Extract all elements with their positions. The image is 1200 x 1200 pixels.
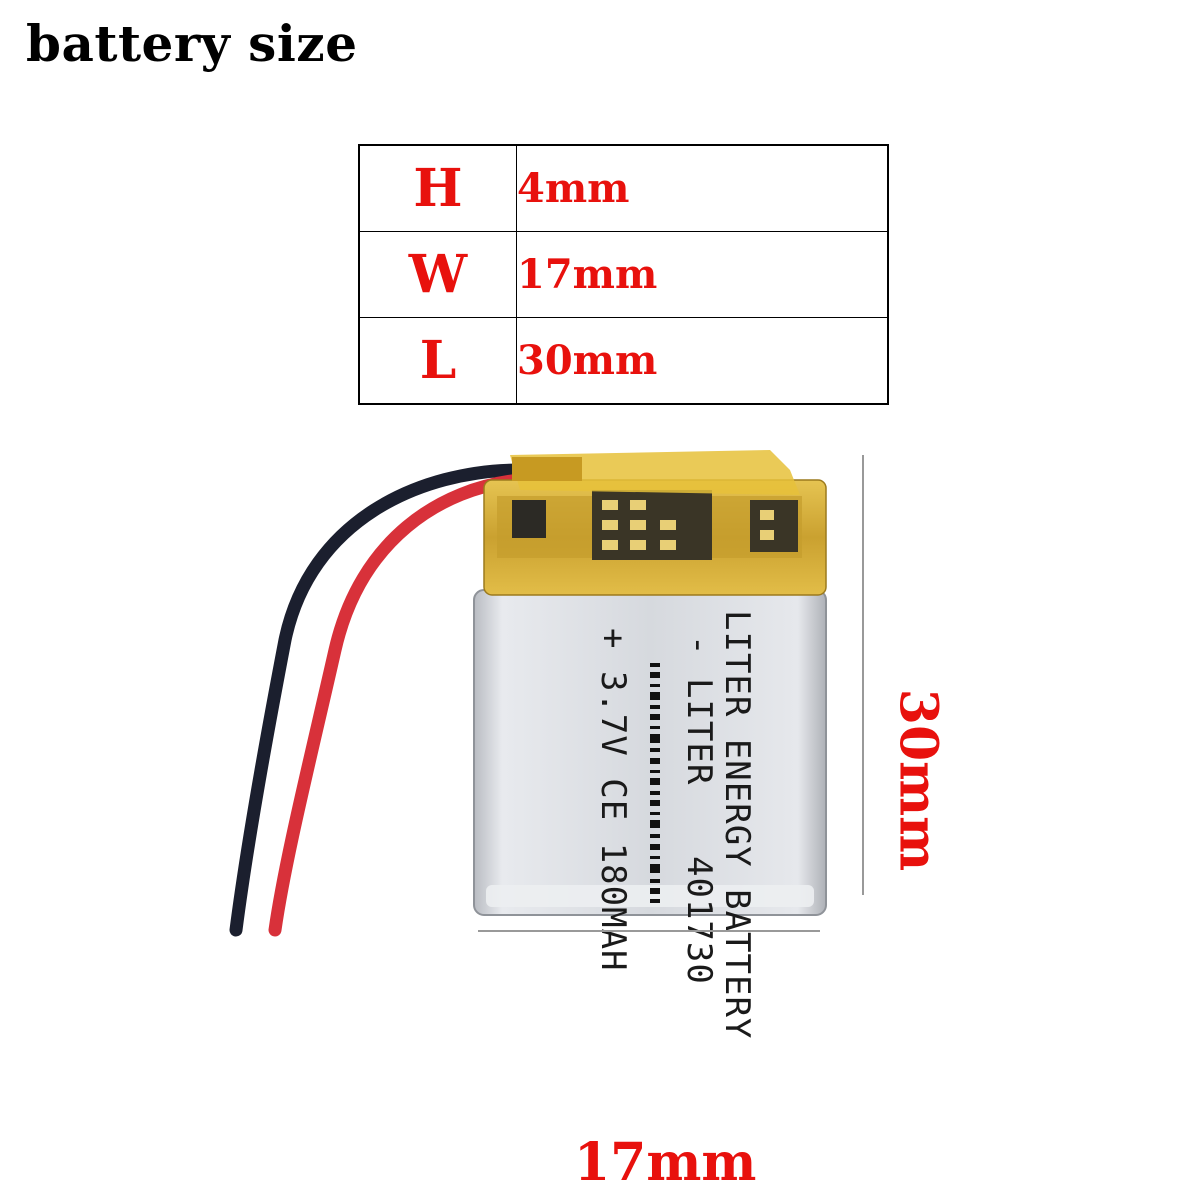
battery-label-line3: + 3.7V CE 180MAH (593, 628, 633, 972)
tape-wrap (510, 450, 800, 495)
battery-spec-table: H 4mm W 17mm L 30mm (358, 144, 889, 405)
width-dimension-line (478, 930, 820, 932)
length-dimension-line (862, 455, 864, 895)
length-dimension-label: 30mm (887, 688, 949, 872)
black-wire (229, 463, 527, 937)
spec-value: 30mm (516, 316, 889, 405)
spec-key: W (358, 231, 517, 318)
battery-label-line1: LITER ENERGY BATTERY (717, 610, 757, 1039)
barcode (650, 663, 660, 903)
red-wire (268, 473, 527, 937)
spec-key: L (358, 316, 517, 405)
spec-value: 17mm (516, 231, 889, 318)
battery-label-line2: - LITER (679, 635, 719, 785)
spec-row-length: L 30mm (358, 316, 889, 405)
width-dimension-label: 17mm (574, 1132, 757, 1193)
battery-label-model: 401730 (679, 856, 719, 985)
page-title: battery size (26, 14, 358, 73)
spec-row-width: W 17mm (358, 231, 889, 318)
